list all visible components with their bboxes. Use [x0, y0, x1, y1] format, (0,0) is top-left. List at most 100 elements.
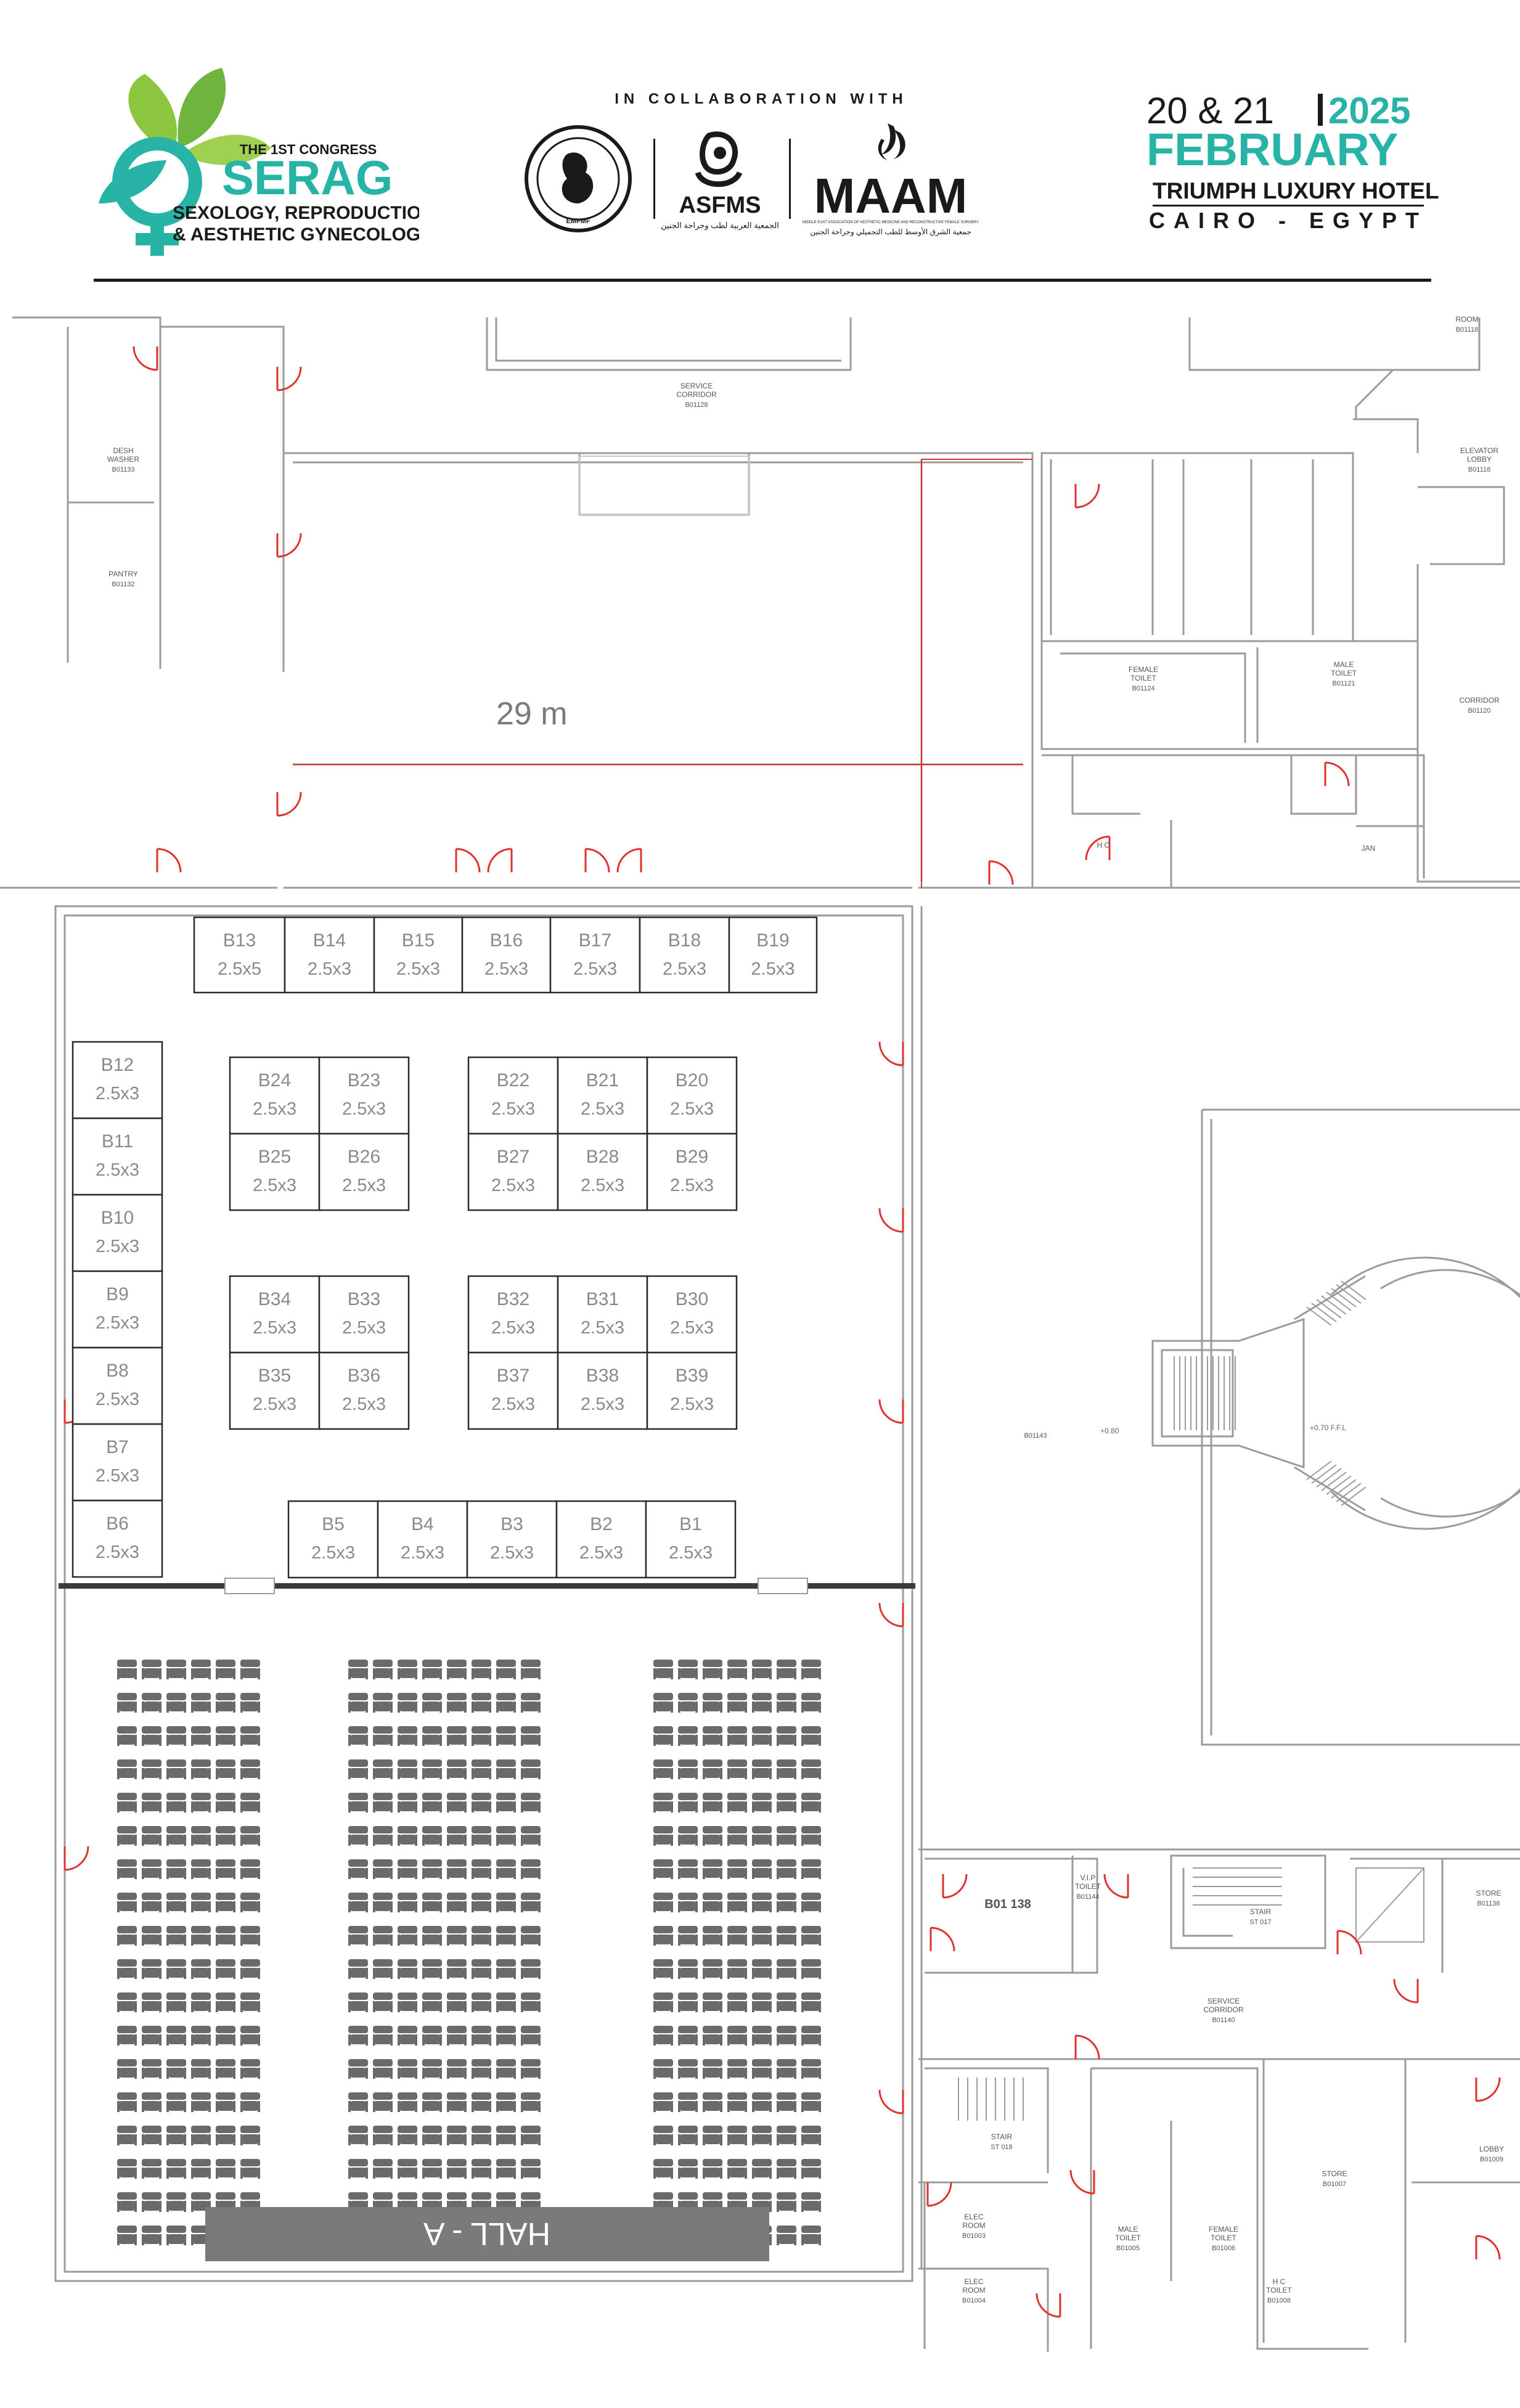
seat — [216, 1926, 235, 1946]
booth-outline — [229, 1275, 321, 1354]
seat — [653, 1959, 673, 1979]
seat — [703, 1793, 722, 1812]
asfms-logo-icon — [695, 131, 743, 187]
seat — [496, 1992, 516, 2012]
booth-outline — [284, 916, 375, 994]
seat — [240, 1992, 260, 2012]
wall — [1090, 2067, 1368, 2350]
seat — [166, 1992, 186, 2012]
seat — [447, 1660, 467, 1679]
booth-size: 2.5x3 — [491, 1318, 535, 1338]
booth-b2[interactable]: B22.5x3 — [555, 1500, 647, 1579]
seat — [496, 1793, 516, 1812]
seat — [496, 1826, 516, 1846]
room-name: STORE — [1476, 1889, 1501, 1898]
seat — [240, 1826, 260, 1846]
booth-size: 2.5x3 — [581, 1318, 624, 1338]
seat — [348, 2092, 368, 2112]
seat — [398, 1693, 417, 1713]
booth-b4[interactable]: B42.5x3 — [377, 1500, 468, 1579]
booth-b8[interactable]: B82.5x3 — [72, 1346, 163, 1425]
seat — [142, 2126, 161, 2145]
seat — [117, 1759, 137, 1779]
hall-divider-wall — [59, 1583, 915, 1589]
booth-id: B38 — [586, 1366, 619, 1386]
seat — [142, 2092, 161, 2112]
room-name: DESH — [113, 446, 133, 455]
booth-b7[interactable]: B72.5x3 — [72, 1423, 163, 1502]
door-swing — [455, 848, 481, 873]
seat — [653, 2059, 673, 2079]
seat — [496, 1926, 516, 1946]
booth-outline — [467, 1056, 559, 1135]
seat — [422, 1726, 442, 1746]
room-name: WASHER — [107, 455, 140, 464]
booth-outline — [373, 916, 464, 994]
room-name: JAN — [1362, 844, 1376, 853]
booth-size: 2.5x3 — [253, 1318, 296, 1338]
seat — [678, 1959, 698, 1979]
seat — [373, 2026, 393, 2046]
booth-b9[interactable]: B92.5x3 — [72, 1270, 163, 1349]
room-name: MALE — [1118, 2225, 1138, 2234]
seat — [472, 1660, 491, 1679]
booth-b6[interactable]: B62.5x3 — [72, 1499, 163, 1578]
room-name: STAIR — [991, 2132, 1013, 2141]
seat — [801, 1926, 821, 1946]
booth-size: 2.5x3 — [581, 1176, 624, 1195]
seat — [166, 1859, 186, 1879]
maam-label: MAAM — [814, 168, 968, 223]
seat — [422, 1693, 442, 1713]
seat — [373, 1926, 393, 1946]
seat — [240, 1726, 260, 1746]
booth-b1[interactable]: B12.5x3 — [645, 1500, 737, 1579]
seat — [117, 1793, 137, 1812]
seat — [727, 2059, 747, 2079]
wall — [1188, 317, 1505, 565]
seat — [447, 1893, 467, 1912]
wall — [12, 316, 285, 672]
emfmf-label: EMFMF — [566, 218, 590, 225]
booth-b3[interactable]: B32.5x3 — [466, 1500, 558, 1579]
booth-b5[interactable]: B52.5x3 — [287, 1500, 379, 1579]
wall — [918, 2058, 1520, 2352]
booth-outline — [377, 1500, 468, 1579]
seat — [348, 1726, 368, 1746]
booth-size: 2.5x3 — [96, 1390, 139, 1409]
seat — [496, 1959, 516, 1979]
door-swing — [926, 2182, 952, 2207]
center-seat-block — [348, 1660, 541, 2245]
door-swing — [1475, 2077, 1501, 2102]
seat — [653, 1726, 673, 1746]
